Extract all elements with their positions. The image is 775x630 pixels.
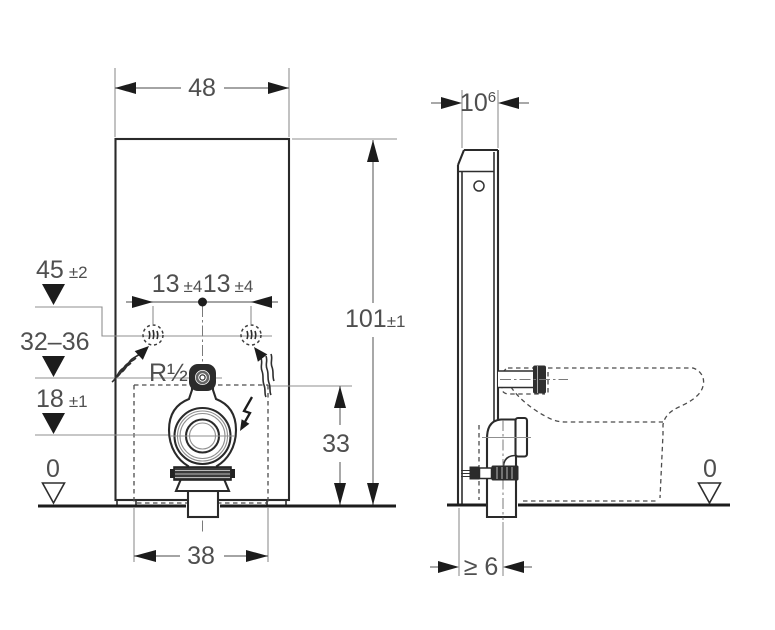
datum-flush-label: 32–36 — [20, 328, 90, 356]
water-connection-right-icon — [240, 324, 262, 346]
flush-button-hole — [473, 180, 485, 192]
dim-drain-offset: ≥ 6 — [430, 508, 532, 581]
water-flow-arrow-left-icon — [111, 346, 149, 383]
dim-offset-right-label: 13±4 — [203, 270, 254, 298]
pipe-clamp — [170, 466, 235, 481]
side-view: 106 ≥ 6 0 — [430, 89, 730, 581]
datum-floor-front-label: 0 — [46, 455, 60, 483]
datum-outlet-label: 18±1 — [36, 385, 88, 413]
dim-base-width: 38 — [133, 508, 269, 570]
dim-height-label: 101±1 — [345, 305, 406, 333]
dim-offset-left-label: 13±4 — [152, 270, 203, 298]
datum-outlet-height: 18±1 — [36, 385, 88, 434]
dim-height: 101±1 — [292, 138, 406, 505]
datum-floor-side: 0 — [697, 455, 722, 505]
dim-depth-label: 106 — [460, 89, 496, 117]
dim-drain-offset-label: ≥ 6 — [464, 553, 499, 581]
datum-flush-height: 32–36 — [20, 328, 90, 377]
drain-fitting — [167, 364, 238, 519]
front-view: 48 101±1 13±4 13±4 45±2 — [20, 68, 406, 570]
datum-water-label: 45±2 — [36, 256, 88, 284]
dim-drain-top: 33 — [322, 386, 350, 505]
dim-depth: 106 — [431, 89, 529, 148]
service-opening-dashed — [133, 384, 269, 502]
dim-offsets: 13±4 13±4 — [126, 270, 278, 324]
flush-socket — [189, 364, 216, 391]
label-water-thread: R½ — [149, 359, 188, 387]
datum-floor-side-label: 0 — [703, 455, 717, 483]
water-connection-left-icon — [142, 324, 164, 346]
dim-drain-top-label: 33 — [322, 430, 350, 458]
dim-base-width-label: 38 — [187, 542, 215, 570]
flush-pipe — [498, 365, 568, 394]
leader-water-height — [35, 306, 272, 337]
dim-width-label: 48 — [188, 74, 216, 102]
datum-water-height: 45±2 — [36, 256, 88, 305]
water-flow-arrow-right-icon — [254, 347, 275, 398]
dim-width: 48 — [114, 68, 290, 137]
datum-floor-front: 0 — [41, 455, 66, 505]
fitting-body — [167, 382, 238, 493]
water-supply-connector — [461, 465, 519, 481]
drain-pipe — [186, 489, 220, 519]
electrical-connection-icon — [240, 396, 253, 431]
